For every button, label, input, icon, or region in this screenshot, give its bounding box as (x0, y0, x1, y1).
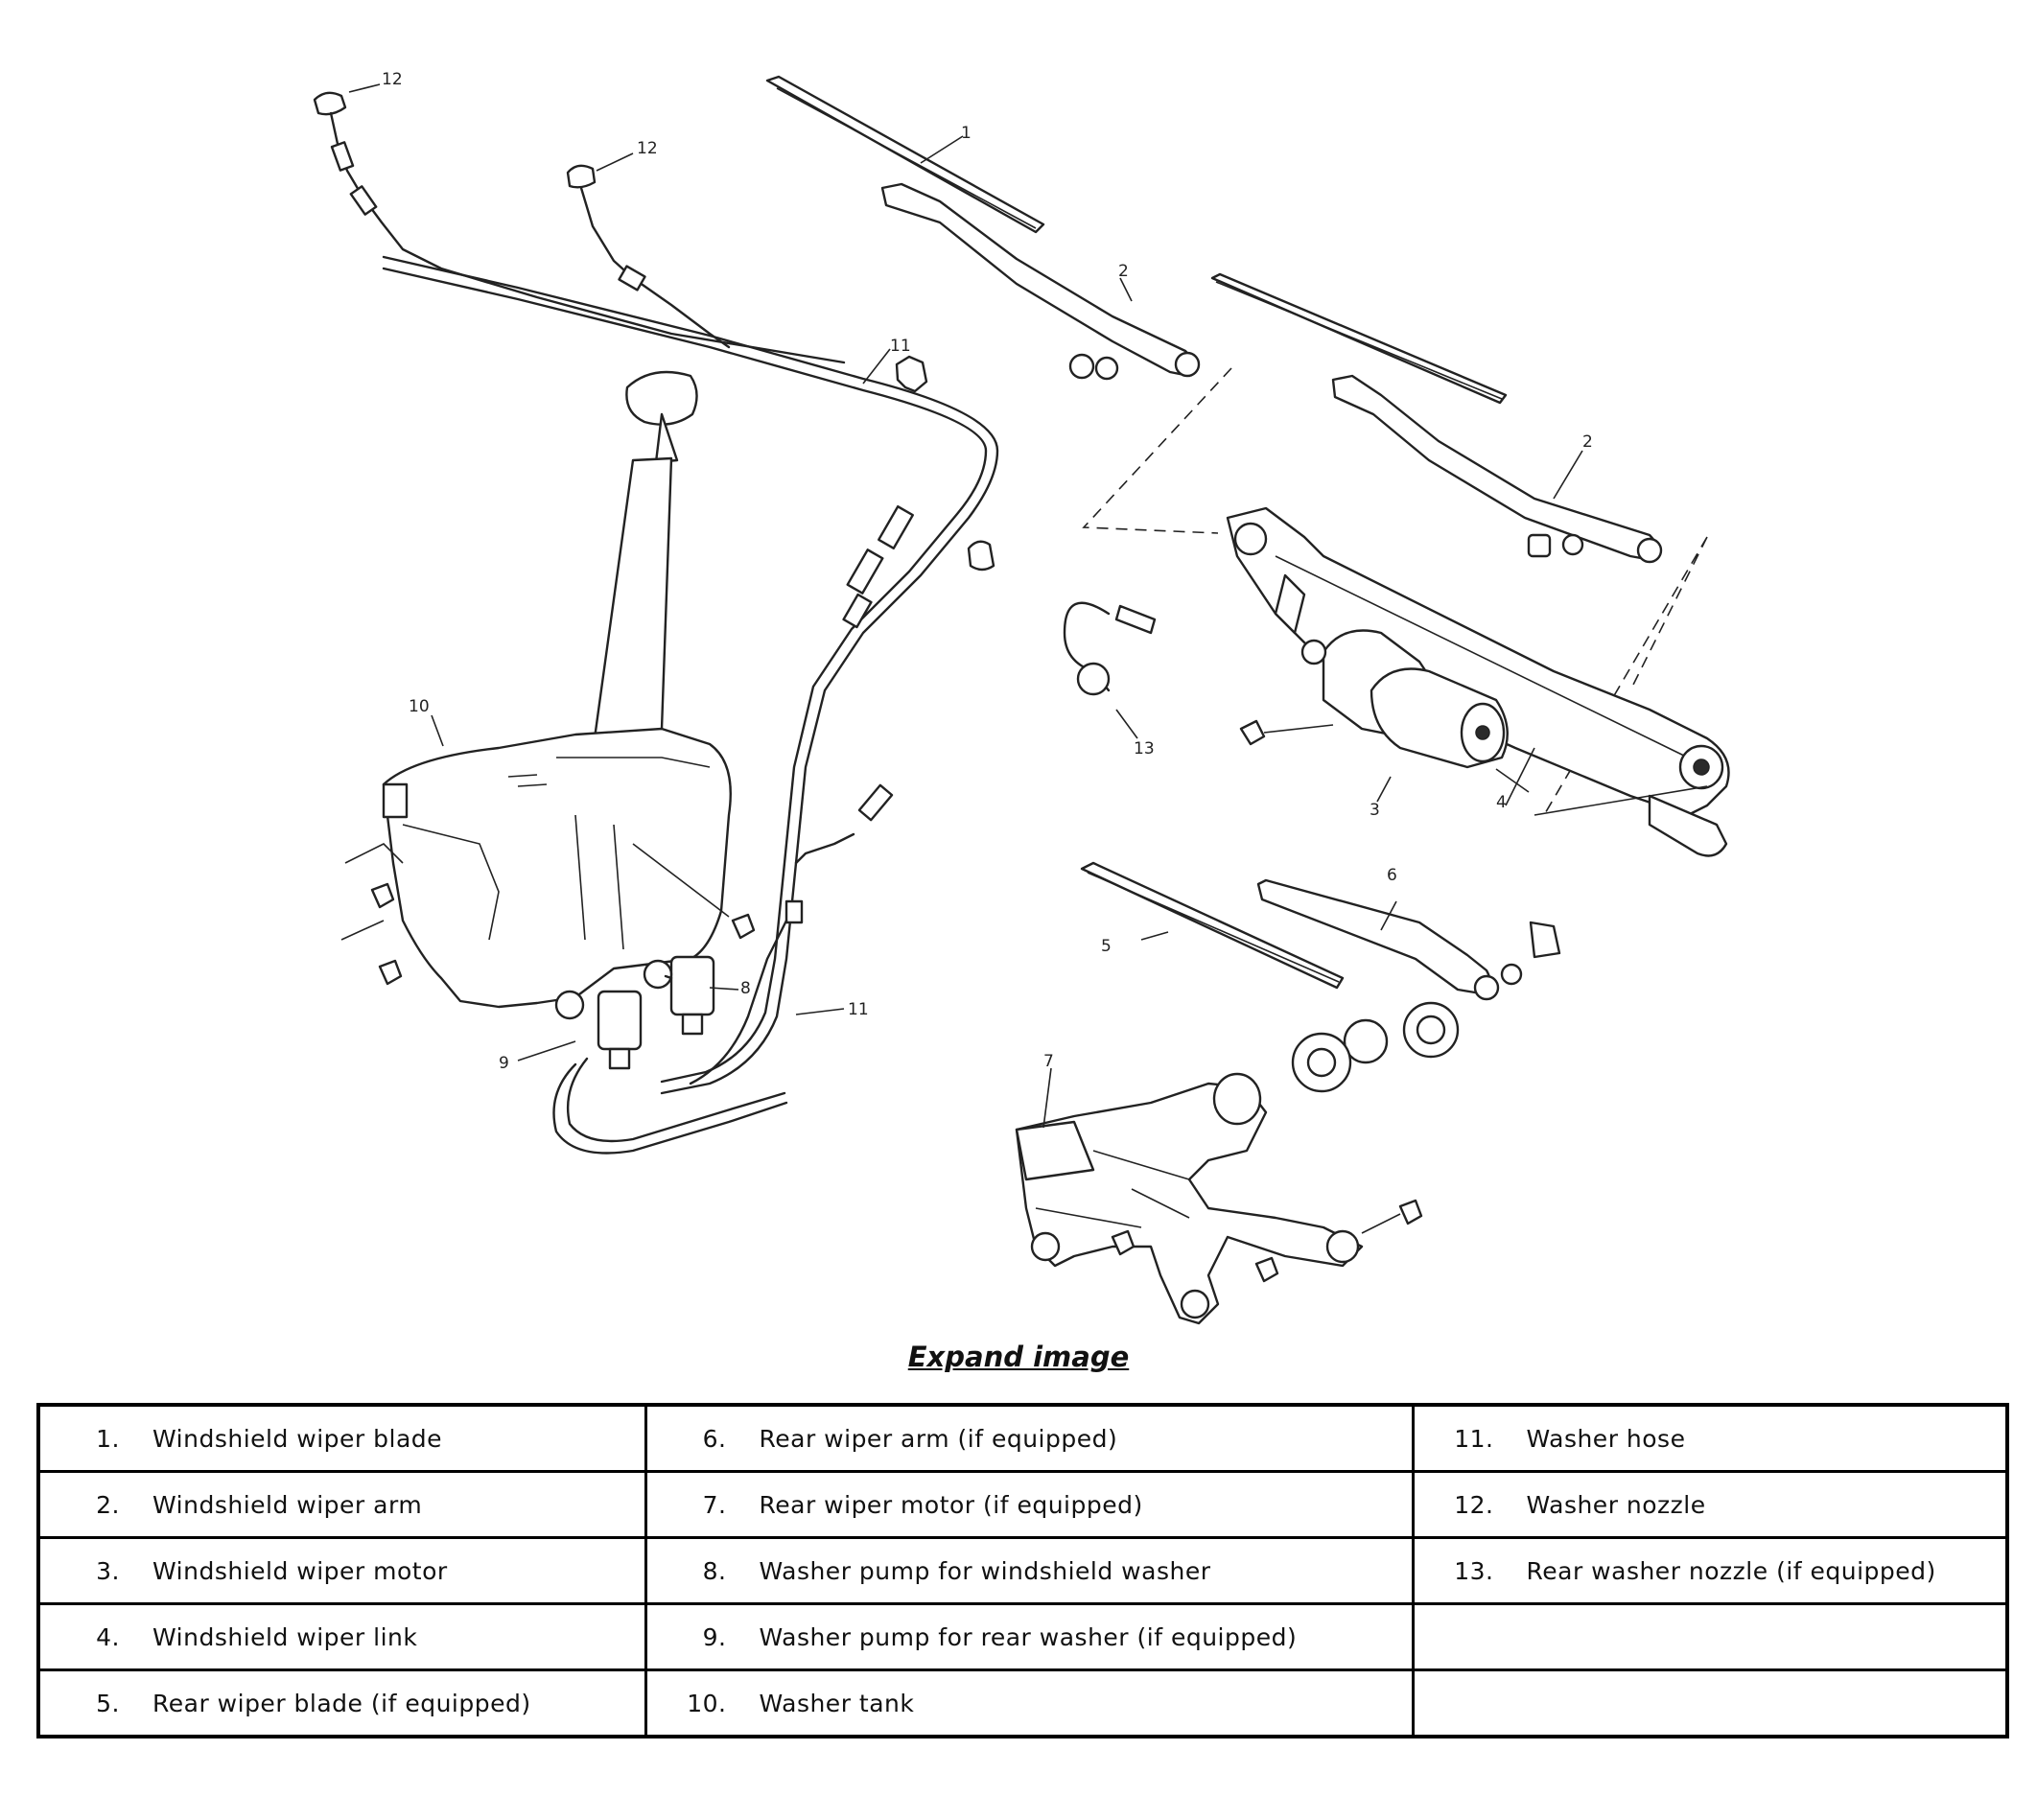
legend-item-number: 4. (96, 1622, 120, 1651)
legend-cell: 3. Windshield wiper motor (36, 1536, 647, 1605)
legend-item-number: 11. (1454, 1424, 1494, 1453)
legend-item-number: 9. (702, 1622, 727, 1651)
windshield-wiper-arm-left (880, 182, 1201, 381)
legend-item-number: 6. (702, 1424, 727, 1453)
callout-8: 8 (740, 979, 751, 998)
washer-hose-branch (552, 783, 894, 1155)
rear-wiper-arm (1256, 878, 1561, 1001)
callout-10: 10 (409, 697, 430, 716)
windshield-wiper-blade-left (765, 75, 1045, 234)
legend-row: 5. Rear wiper blade (if equipped) 10. Washe… (36, 1668, 2009, 1738)
windshield-wiper-arm-right (1331, 374, 1663, 564)
legend-cell (1411, 1668, 2009, 1738)
legend-item-label: Washer pump for windshield washer (759, 1556, 1211, 1585)
legend-item-label: Rear wiper blade (if equipped) (152, 1689, 531, 1717)
washer-tank (382, 370, 732, 1009)
callout-11-upper: 11 (890, 337, 911, 356)
windshield-wiper-link (1226, 506, 1730, 857)
legend-cell (1411, 1602, 2009, 1671)
link-bolt-lines (1505, 747, 1708, 816)
exploded-parts-diagram: 12 12 1 2 2 11 11 10 13 3 4 6 5 7 8 9 (313, 70, 1730, 1325)
legend-row: 4. Windshield wiper link 9. Washer pump for… (36, 1602, 2009, 1671)
callout-12-left: 12 (382, 70, 403, 89)
legend-item-label: Washer tank (759, 1689, 915, 1717)
rear-wiper-blade (1080, 861, 1345, 990)
legend-item-label: Windshield wiper motor (152, 1556, 448, 1585)
tank-bolts (340, 843, 756, 986)
windshield-wiper-blade-right (1210, 272, 1508, 405)
callout-2-right: 2 (1582, 432, 1593, 452)
legend-item-label: Windshield wiper arm (152, 1490, 423, 1519)
legend-item-number: 2. (96, 1490, 120, 1519)
legend-item-number: 7. (702, 1490, 727, 1519)
callout-11-lower: 11 (848, 1000, 869, 1019)
legend-item-number: 3. (96, 1556, 120, 1585)
legend-item-label: Rear washer nozzle (if equipped) (1526, 1556, 1936, 1585)
washer-pump-rear (554, 990, 643, 1070)
legend-item-label: Rear wiper arm (if equipped) (759, 1424, 1118, 1453)
legend-item-label: Washer hose (1526, 1424, 1686, 1453)
washer-pump-windshield (643, 955, 715, 1036)
callout-6: 6 (1387, 866, 1397, 885)
rear-wiper-motor (1015, 1001, 1460, 1325)
legend-cell: 8. Washer pump for windshield washer (644, 1536, 1415, 1605)
callout-5: 5 (1101, 937, 1112, 956)
callout-9: 9 (499, 1054, 509, 1073)
legend-item-number: 10. (687, 1689, 727, 1717)
washer-hose-main (382, 255, 999, 1095)
legend-item-label: Windshield wiper blade (152, 1424, 443, 1453)
legend-row: 3. Windshield wiper motor 8. Washer pump fo… (36, 1536, 2009, 1605)
callout-3: 3 (1370, 801, 1380, 820)
legend-cell: 5. Rear wiper blade (if equipped) (36, 1668, 647, 1738)
rear-washer-nozzle (1063, 601, 1157, 739)
callout-13: 13 (1134, 739, 1155, 758)
legend-cell: 9. Washer pump for rear washer (if equipp… (644, 1602, 1415, 1671)
callout-1: 1 (961, 124, 972, 143)
windshield-wiper-motor (1239, 629, 1509, 769)
legend-item-number: 8. (702, 1556, 727, 1585)
legend-cell: 10. Washer tank (644, 1668, 1415, 1738)
legend-item-number: 12. (1454, 1490, 1494, 1519)
callout-4: 4 (1496, 793, 1507, 812)
legend-item-label: Windshield wiper link (152, 1622, 418, 1651)
washer-nozzle-center (566, 164, 731, 349)
legend-cell: 6. Rear wiper arm (if equipped) (644, 1403, 1415, 1473)
legend-cell: 11. Washer hose (1411, 1403, 2009, 1473)
legend-item-label: Washer nozzle (1526, 1490, 1706, 1519)
expand-image-link[interactable]: Expand image (907, 1341, 1130, 1373)
legend-row: 1. Windshield wiper blade 6. Rear wiper arm… (36, 1403, 2009, 1473)
legend-cell: 7. Rear wiper motor (if equipped) (644, 1470, 1415, 1539)
washer-nozzle-left (313, 91, 846, 364)
legend-cell: 13. Rear washer nozzle (if equipped) (1411, 1536, 2009, 1605)
leader-lines (348, 83, 1583, 1129)
legend-item-number: 5. (96, 1689, 120, 1717)
legend-item-number: 13. (1454, 1556, 1494, 1585)
legend-cell: 4. Windshield wiper link (36, 1602, 647, 1671)
parts-legend-table: 1. Windshield wiper blade 6. Rear wiper arm… (36, 1403, 2009, 1738)
legend-cell: 2. Windshield wiper arm (36, 1470, 647, 1539)
legend-item-number: 1. (96, 1424, 120, 1453)
legend-row: 2. Windshield wiper arm 7. Rear wiper motor… (36, 1470, 2009, 1539)
legend-item-label: Rear wiper motor (if equipped) (759, 1490, 1143, 1519)
legend-item-label: Washer pump for rear washer (if equipped… (759, 1622, 1298, 1651)
callout-2-left: 2 (1118, 262, 1129, 281)
legend-cell: 1. Windshield wiper blade (36, 1403, 647, 1473)
legend-cell: 12. Washer nozzle (1411, 1470, 2009, 1539)
callout-7: 7 (1043, 1052, 1054, 1071)
callout-12-center: 12 (637, 139, 658, 158)
